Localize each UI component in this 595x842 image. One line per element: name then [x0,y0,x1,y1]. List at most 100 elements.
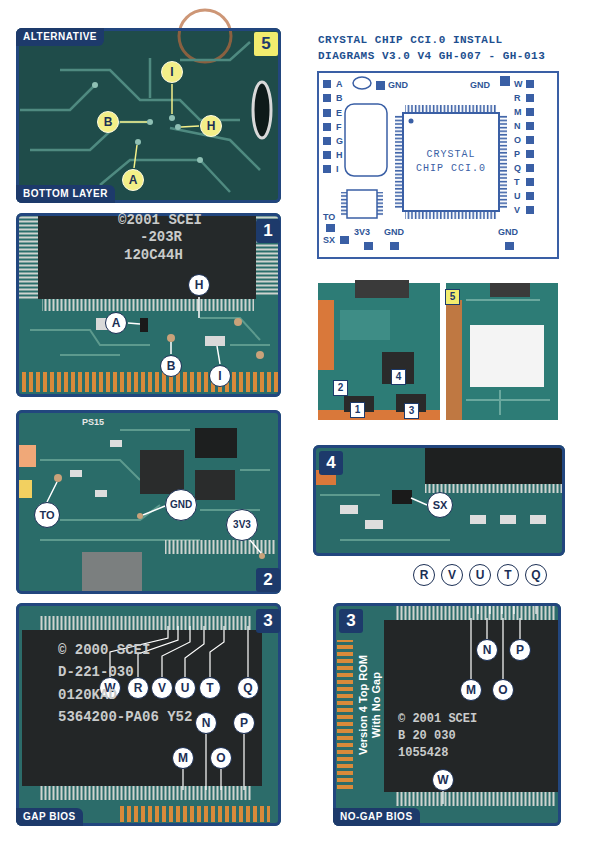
pad-label: TO [323,211,335,223]
pad-label: H [336,149,343,161]
pcb-photo [16,213,281,397]
chip-body [195,428,237,458]
solder-pad [323,94,331,102]
callout-circle: V [151,677,173,699]
callout-circle: W [432,769,454,791]
panel-tab: BOTTOM LAYER [16,185,115,203]
solder-pad [323,165,331,173]
callout-letter: V [158,681,166,695]
pad-label: R [514,92,521,104]
chip-marking: 0120KAD [58,687,117,703]
solder-pad [526,108,534,116]
callout-letter: R [134,681,143,695]
pad-label: G [336,135,343,147]
solder-pad [323,137,331,145]
connector [490,283,530,297]
panel-tab: GAP BIOS [16,808,83,826]
pad-label: GND [388,79,408,91]
solder-pad [323,109,331,117]
solder-pad [526,192,534,200]
callout-circle: 3V3 [226,509,258,541]
leader-line [411,498,427,505]
chip-pins [405,212,497,219]
chip-pins [377,192,383,216]
callout-circle: R [413,564,435,586]
callout-circle: O [210,747,232,769]
chip-outline: CRYSTAL CHIP CCI.0 [402,112,500,212]
callout-letter: B [104,115,113,129]
chip-marking: © 2000 SCEI [58,642,150,658]
board-cutout [470,325,544,387]
chip-board [318,72,558,258]
smd-part [470,515,486,524]
chip-marking: ©2001 SCEI [118,212,202,228]
callout-circle: Q [237,677,259,699]
board-thumbnail [318,283,440,420]
rotated-note: Version 4 Top ROM With No Gap [357,650,383,760]
leader-line [424,587,536,804]
connector [355,280,409,298]
callout-circle: U [469,564,491,586]
callout-letter: N [483,643,492,657]
callout-circle: M [460,679,482,701]
via [135,139,141,145]
metal-part [82,552,142,592]
via [167,334,175,342]
pad-label: P [514,148,520,160]
chip-pins [165,540,275,554]
panel-number: 4 [319,451,343,475]
chip-body [38,213,256,299]
pad-label: B [336,92,343,104]
callout-circle: I [209,365,231,387]
connector [18,445,36,467]
solder-pad [526,136,534,144]
via [259,553,265,559]
via [234,318,242,326]
pad-label: M [514,106,522,118]
gold-pads [120,806,270,822]
callout-letter: I [170,65,173,79]
pad-label: GND [498,226,518,238]
smd-part [140,318,148,332]
callout-letter: A [112,316,121,330]
pad-label: GND [470,79,490,91]
callout-letter: GND [170,498,192,512]
callout-circle: B [160,355,182,377]
callout-letter: O [216,751,225,765]
pad-label: I [336,163,339,175]
pcb-trace [20,42,260,192]
callout-letter: U [181,681,190,695]
chip-pins [500,115,507,209]
chip-pins [395,115,402,209]
pad-label: O [514,134,521,146]
board-thumbnail [446,283,558,420]
via [92,82,98,88]
solder-pad [340,236,349,244]
solder-pad [526,80,534,88]
callout-circle: T [497,564,519,586]
callout-letter: Q [531,568,540,582]
solder-pad [526,150,534,158]
photo-panel: 4SX [313,445,565,556]
chip-body [195,470,235,500]
smd-part [95,490,107,497]
pin1-dot [409,119,414,124]
chip-pins [40,786,252,800]
pad-label: F [336,121,342,133]
callout-letter: O [498,683,507,697]
via [54,474,62,482]
callout-circle: R [127,677,149,699]
connector [18,480,32,498]
photo-number: 5 [445,289,460,305]
pad-label: SX [323,234,335,246]
panel-tab: NO-GAP BIOS [333,808,420,826]
callout-letter: P [516,643,524,657]
callout-letter: T [206,681,213,695]
leader-line [128,297,220,364]
callout-circle: H [188,274,210,296]
via [169,115,175,121]
callout-letter: M [466,683,476,697]
solder-pad [376,81,385,90]
chip-body [382,352,414,384]
chip-name: CRYSTAL CHIP CCI.0 [410,148,492,176]
